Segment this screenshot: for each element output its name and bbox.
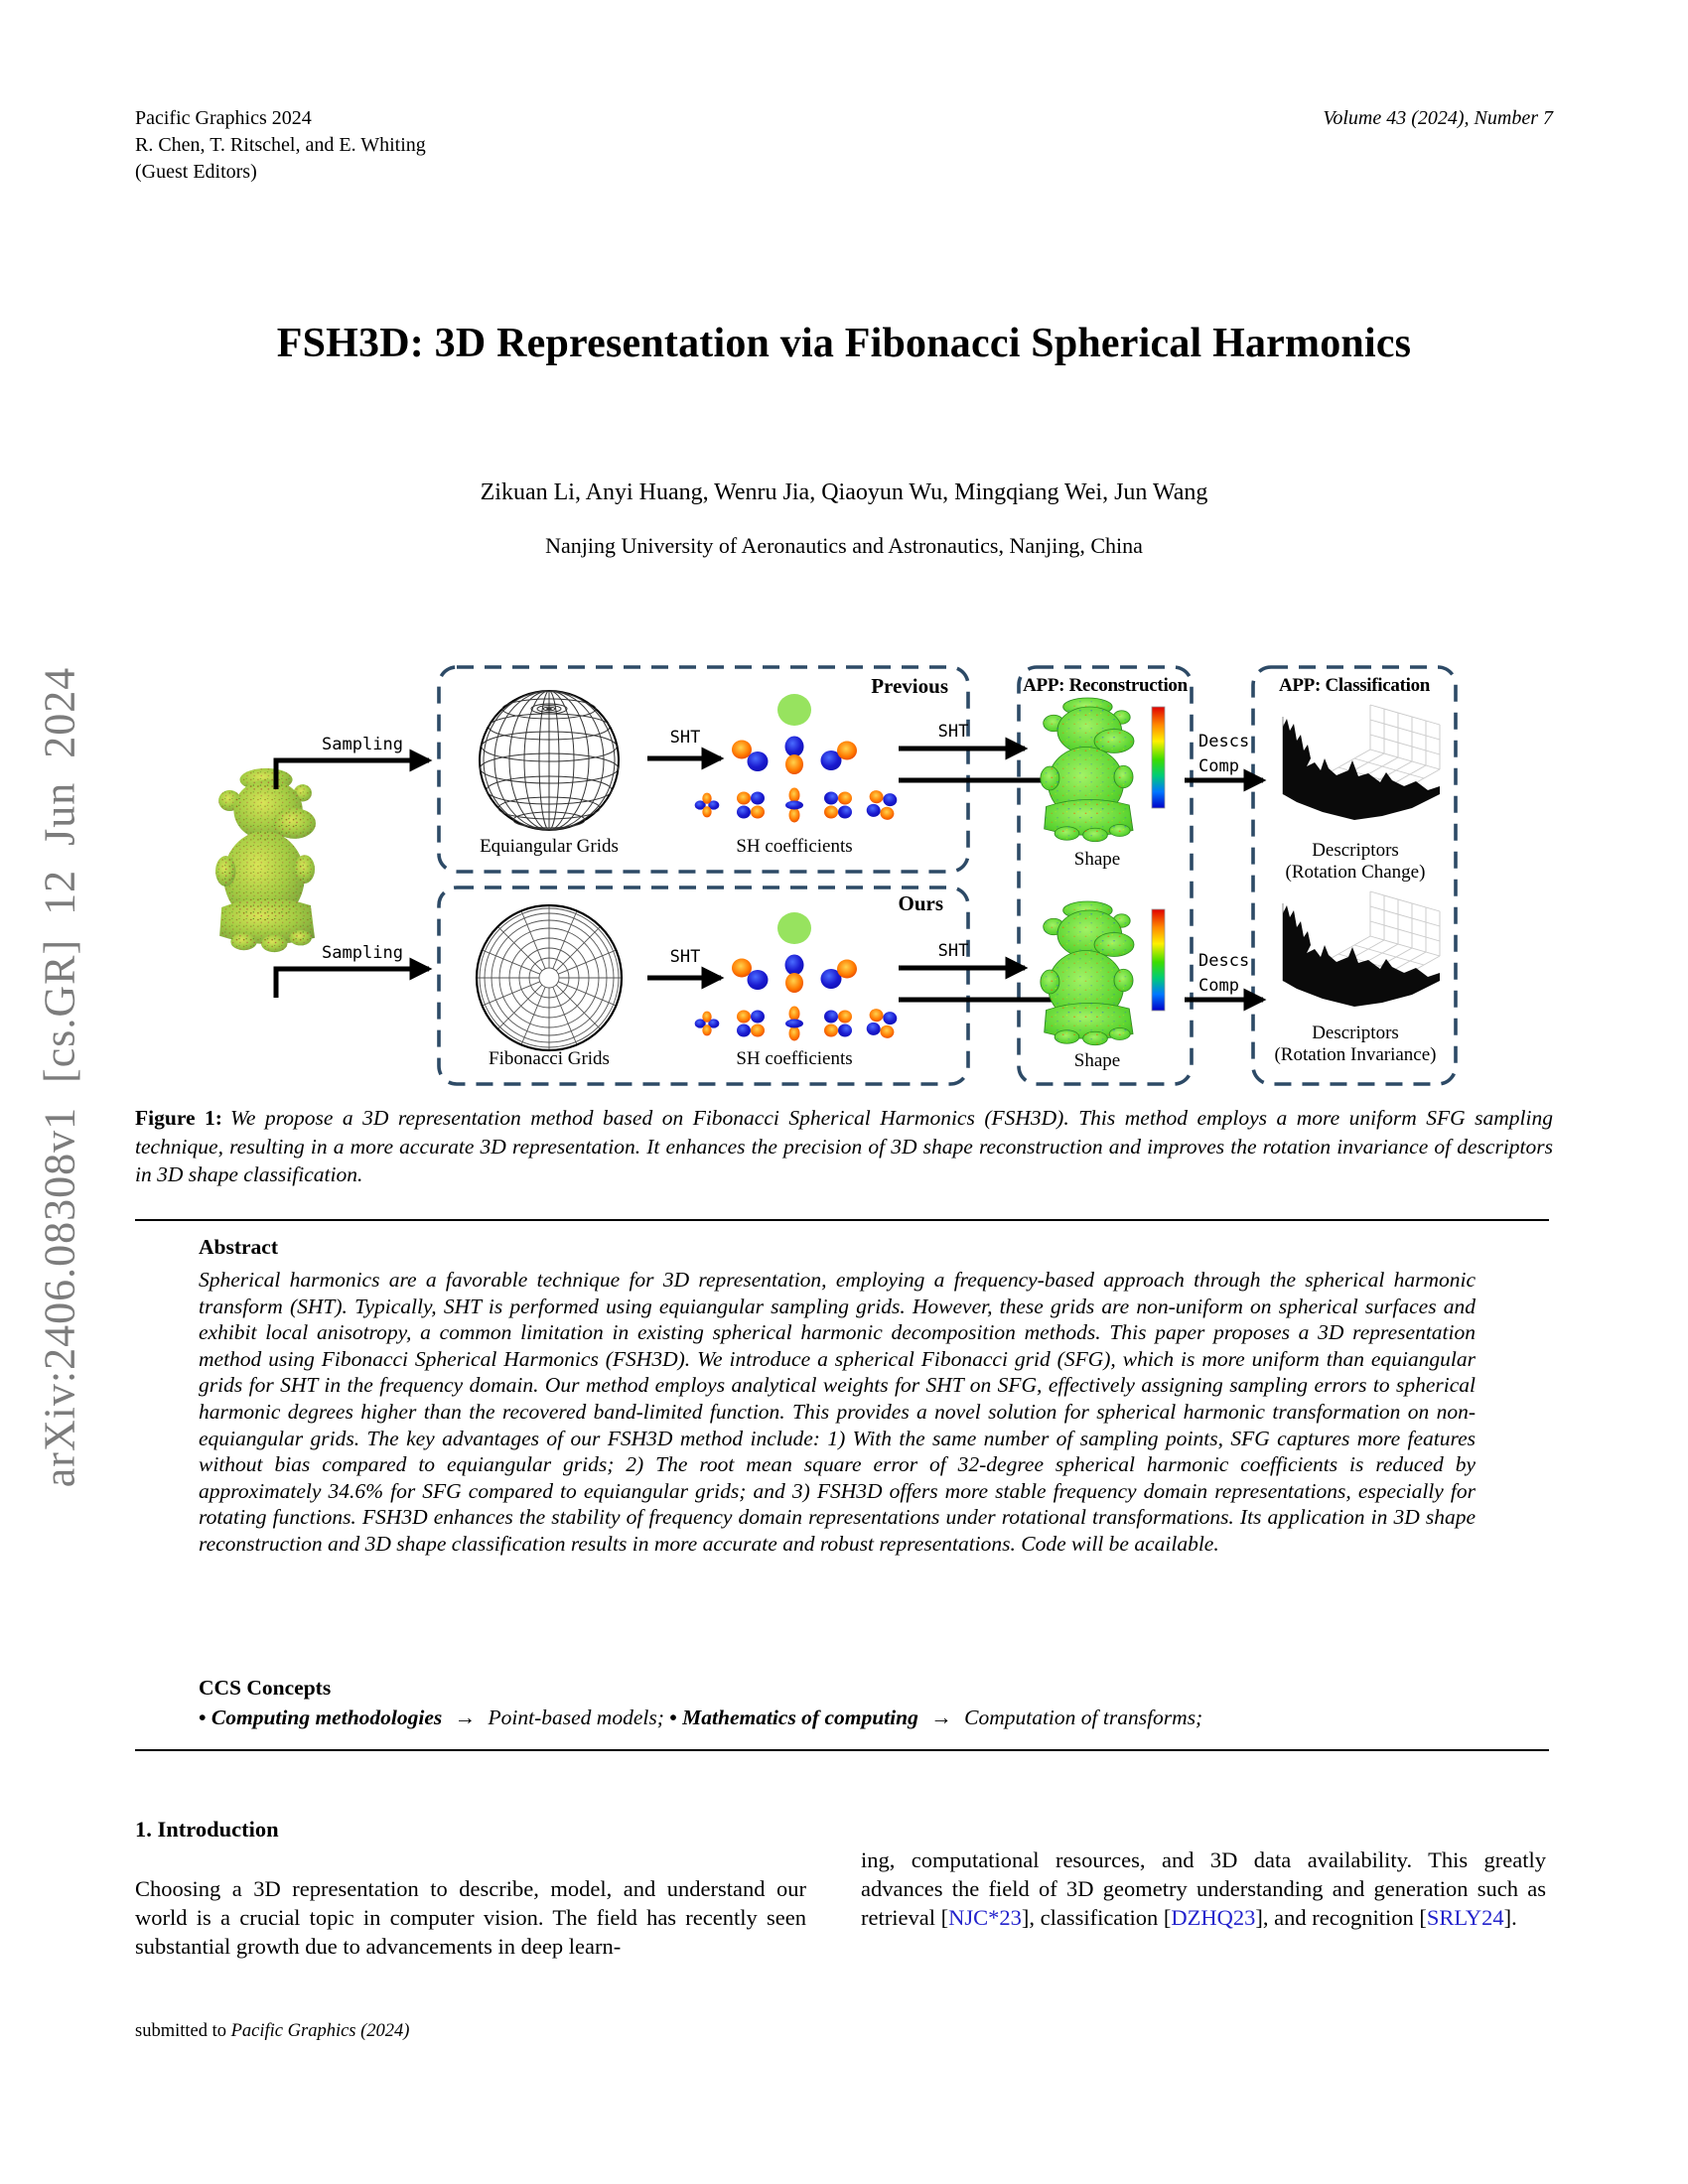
header-volume: Volume 43 (2024), Number 7 <box>1323 107 1553 129</box>
rule-below-ccs <box>135 1749 1549 1751</box>
header-left: Pacific Graphics 2024 R. Chen, T. Ritsch… <box>135 105 426 186</box>
footer-submission-note: submitted to Pacific Graphics (2024) <box>135 2021 410 2041</box>
figure1-caption-text: We propose a 3D representation method ba… <box>135 1106 1554 1186</box>
citation-dzhq23[interactable]: DZHQ23 <box>1171 1905 1256 1931</box>
shape-label-bottom: Shape <box>1073 1050 1121 1071</box>
ccs-heading: CCS Concepts <box>199 1676 332 1700</box>
app-reconstruction-title: APP: Reconstruction <box>1023 675 1188 696</box>
sht-label-1: SHT <box>669 728 701 748</box>
sh-coefficients-label-bottom: SH coefficients <box>736 1048 853 1069</box>
ccs-desc-2: Computation of transforms; <box>964 1706 1203 1729</box>
descs-comp-label-bottom: Descs Comp <box>1198 951 1250 996</box>
ccs-concepts-line: • Computing methodologies → Point-based … <box>199 1706 1476 1730</box>
app-classification-title: APP: Classification <box>1278 675 1431 696</box>
figure1-caption-label: Figure 1: <box>135 1106 222 1130</box>
ccs-bullet-2: • <box>669 1706 677 1729</box>
section-1-heading: 1. Introduction <box>135 1817 279 1842</box>
affiliation-line: Nanjing University of Aeronautics and As… <box>545 533 1143 558</box>
shape-label-top: Shape <box>1073 849 1121 870</box>
citation-njc23[interactable]: NJC*23 <box>948 1905 1022 1931</box>
sh-coefficients-label-top: SH coefficients <box>736 836 853 857</box>
arxiv-watermark: arXiv:2406.08308v1 [cs.GR] 12 Jun 2024 <box>35 666 84 1488</box>
ccs-desc-1: Point-based models; <box>488 1706 664 1729</box>
descriptors-label-bottom: Descriptors (Rotation Invariance) <box>1274 1023 1437 1065</box>
header-venue: Pacific Graphics 2024 <box>135 107 312 129</box>
header-guest-editors: (Guest Editors) <box>135 161 257 183</box>
ours-box-title: Ours <box>898 891 943 915</box>
sampling-label-top: Sampling <box>322 735 403 754</box>
authors-line: Zikuan Li, Anyi Huang, Wenru Jia, Qiaoyu… <box>480 479 1208 505</box>
citation-srly24[interactable]: SRLY24 <box>1426 1905 1504 1931</box>
abstract-heading: Abstract <box>199 1235 279 1259</box>
equiangular-grids-label: Equiangular Grids <box>480 836 619 857</box>
previous-box-title: Previous <box>871 674 948 698</box>
abstract-text: Spherical harmonics are a favorable tech… <box>199 1268 1476 1556</box>
intro-right-column: ing, computational resources, and 3D dat… <box>861 1847 1546 1931</box>
sht-label-3: SHT <box>669 947 701 967</box>
fibonacci-grids-label: Fibonacci Grids <box>489 1048 610 1069</box>
descriptors-label-top: Descriptors (Rotation Change) <box>1285 840 1426 883</box>
page-title: FSH3D: 3D Representation via Fibonacci S… <box>276 321 1412 366</box>
ccs-category-1: Computing methodologies <box>211 1706 443 1729</box>
sht-label-2: SHT <box>937 722 969 742</box>
descs-comp-label-top: Descs Comp <box>1198 732 1250 776</box>
ccs-arrow-1: → <box>454 1706 477 1729</box>
intro-left-column: Choosing a 3D representation to describe… <box>135 1876 806 1960</box>
ccs-bullet-1: • <box>199 1706 207 1729</box>
sampling-label-bottom: Sampling <box>322 943 403 963</box>
intro-right-text: ing, computational resources, and 3D dat… <box>861 1847 1546 1931</box>
ccs-category-2: Mathematics of computing <box>682 1706 918 1729</box>
sht-label-4: SHT <box>937 941 969 961</box>
footer-venue: Pacific Graphics (2024) <box>230 2021 410 2041</box>
figure1-caption: Figure 1:We propose a 3D representation … <box>135 1104 1553 1189</box>
header-editors: R. Chen, T. Ritschel, and E. Whiting <box>135 134 426 156</box>
rule-above-abstract <box>135 1219 1549 1221</box>
ccs-arrow-2: → <box>930 1706 952 1729</box>
